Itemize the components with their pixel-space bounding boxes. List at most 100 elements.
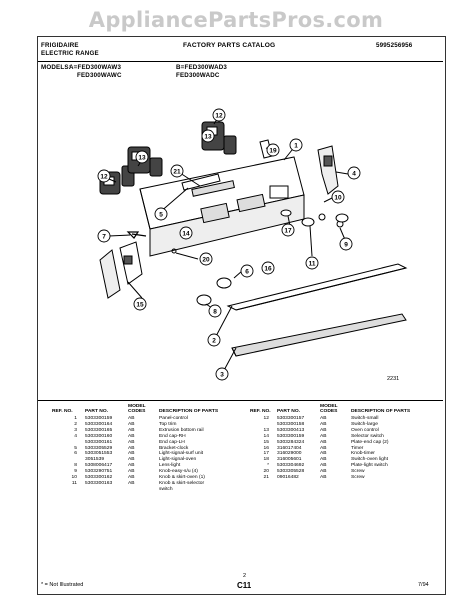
row-ref: 1 [74,416,77,422]
row-description: Selector switch [351,433,384,439]
row-part-number: 316005601 [277,457,302,463]
row-ref: 8 [74,463,77,469]
col-part: PART NO. [85,409,109,415]
table-header-row: REF. NO. PART NO. MODEL CODES DESCRIPTIO… [250,404,413,416]
callout-16: 16 [261,261,275,275]
row-ref: 16 [263,445,269,451]
svg-text:12: 12 [100,173,108,180]
row-description: Plate-light switch [351,463,388,469]
callout-21: 21 [170,164,184,178]
callout-11: 11 [305,256,319,270]
svg-text:7: 7 [102,233,106,240]
svg-text:2: 2 [212,337,216,344]
row-model-code: AB [320,469,327,474]
table-row: switch [52,487,221,493]
footnote: * = Not Illustrated [41,582,84,588]
col-model: MODEL CODES [128,404,146,415]
row-ref: 9 [74,469,77,474]
callout-10: 10 [331,190,345,204]
row-model-code: AB [320,445,327,451]
row-model-code: AB [320,457,327,463]
row-description: Plate-end cap (2) [351,439,389,445]
col-model: MODEL CODES [320,404,338,415]
row-part-number: 5303305528 [277,469,305,474]
row-ref: * [267,463,269,469]
row-ref: 14 [263,433,269,439]
row-part-number: 5303305529 [85,445,113,451]
svg-text:11: 11 [309,260,316,267]
row-part-number: 5303300165 [85,428,113,434]
row-ref: 13 [263,428,269,434]
section-code: C11 [237,581,252,590]
models-label: MODELS: [41,64,71,71]
parts-table-left: REF. NO. PART NO. MODEL CODES DESCRIPTIO… [52,404,221,492]
callout-2: 2 [207,333,221,347]
product-type: ELECTRIC RANGE [41,50,99,57]
row-part-number: 5303051553 [85,451,113,457]
svg-text:15: 15 [136,301,144,308]
model-a: A=FED300WAW3 [69,64,122,71]
row-part-number [85,487,128,493]
row-part-number: 5303300413 [277,428,305,434]
row-ref: 3 [74,428,77,434]
row-part-number: 5303300158 [277,422,305,428]
svg-text:1: 1 [294,142,298,149]
row-ref: 2 [74,422,77,428]
row-description: Knob & skirt-selector [159,480,205,486]
svg-text:13: 13 [138,154,146,161]
row-part-number: 5303300164 [85,422,113,428]
parts-table-right: REF. NO. PART NO. MODEL CODES DESCRIPTIO… [250,404,413,481]
row-description: Screw [351,474,365,480]
row-ref: 6 [74,451,77,457]
svg-text:17: 17 [284,227,292,234]
callout-3: 3 [215,367,229,381]
model-b: B=FED300WAD3 [176,64,228,71]
row-description: Light-signal-surf unit [159,451,204,457]
table-header-row: REF. NO. PART NO. MODEL CODES DESCRIPTIO… [52,404,221,416]
row-description: Light-signal-oven [159,457,197,463]
row-ref: 21 [263,474,269,480]
callout-6: 6 [240,264,254,278]
figure-number: 2231 [387,376,399,382]
row-model-code [128,487,159,493]
model-c: FED300WAWC [77,72,122,79]
svg-text:21: 21 [173,168,181,175]
row-part-number: 5303284324 [277,439,305,445]
row-model-code: AB [320,474,327,480]
svg-text:8: 8 [213,308,217,315]
page-number: 2 [243,573,247,579]
row-part-number: 5303300162 [85,474,113,480]
row-description: Top trim [159,422,177,428]
row-model-code: AB [128,474,135,480]
row-description: Oven control [351,428,379,434]
row-ref: 12 [263,416,269,422]
row-description: Screw [351,469,365,474]
row-part-number: 5303300159 [277,433,305,439]
col-desc: DESCRIPTION OF PARTS [159,409,219,415]
svg-text:6: 6 [245,268,249,275]
row-description: Switch-oven light [351,457,388,463]
catalog-date: 7/94 [418,582,429,588]
svg-text:16: 16 [264,265,272,272]
svg-text:9: 9 [344,241,348,248]
row-model-code: AB [320,463,327,469]
col-ref: REF. NO. [52,409,73,415]
row-description: switch [159,486,173,492]
svg-text:3: 3 [220,371,224,378]
catalog-number: 5995256956 [376,42,413,49]
row-part-number: 3051539 [85,457,105,463]
row-description: Extrusion bottom rail [159,428,204,434]
row-part-number: 5303300163 [85,480,113,486]
row-part-number: 5303300161 [85,439,113,445]
